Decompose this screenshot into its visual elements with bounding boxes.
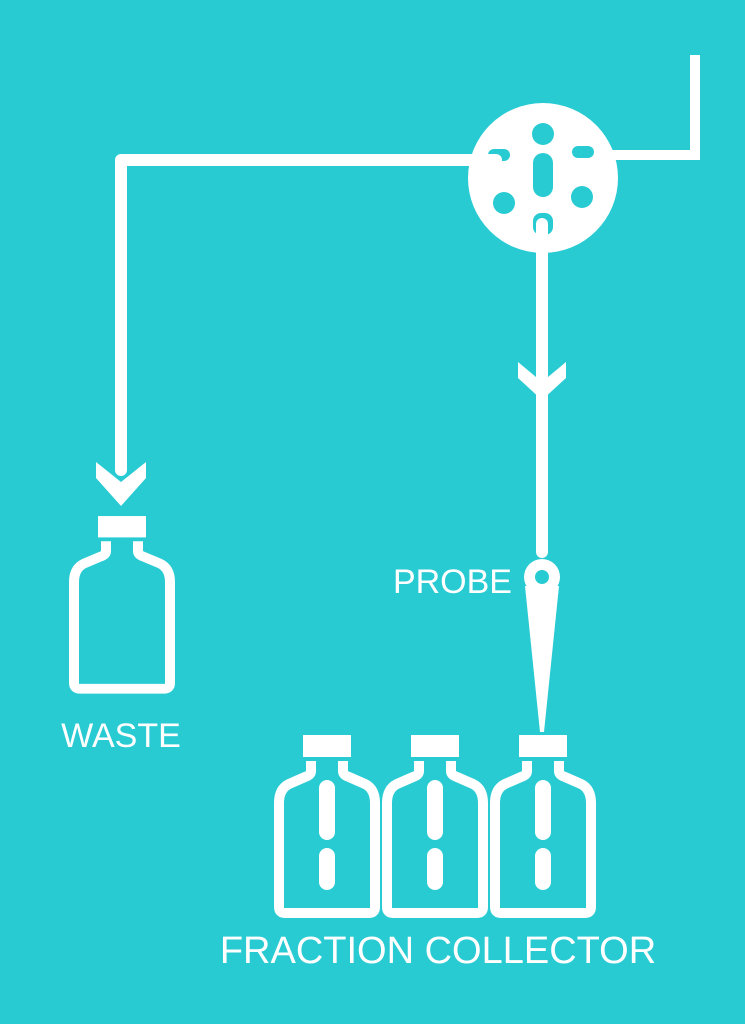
probe-label: PROBE <box>393 563 512 601</box>
inlet-line <box>580 55 700 160</box>
probe-needle-icon <box>524 559 560 732</box>
waste-flow-arrow <box>96 462 146 506</box>
collector-bottle-icon <box>495 735 591 913</box>
fraction-collector-label: FRACTION COLLECTOR <box>220 930 656 972</box>
probe-flow-arrow <box>518 362 566 400</box>
waste-line <box>115 154 502 476</box>
waste-label: WASTE <box>61 717 181 755</box>
waste-bottle-icon <box>74 516 170 689</box>
collector-bottle-icon <box>387 735 483 913</box>
collector-bottle-icon <box>279 735 375 913</box>
